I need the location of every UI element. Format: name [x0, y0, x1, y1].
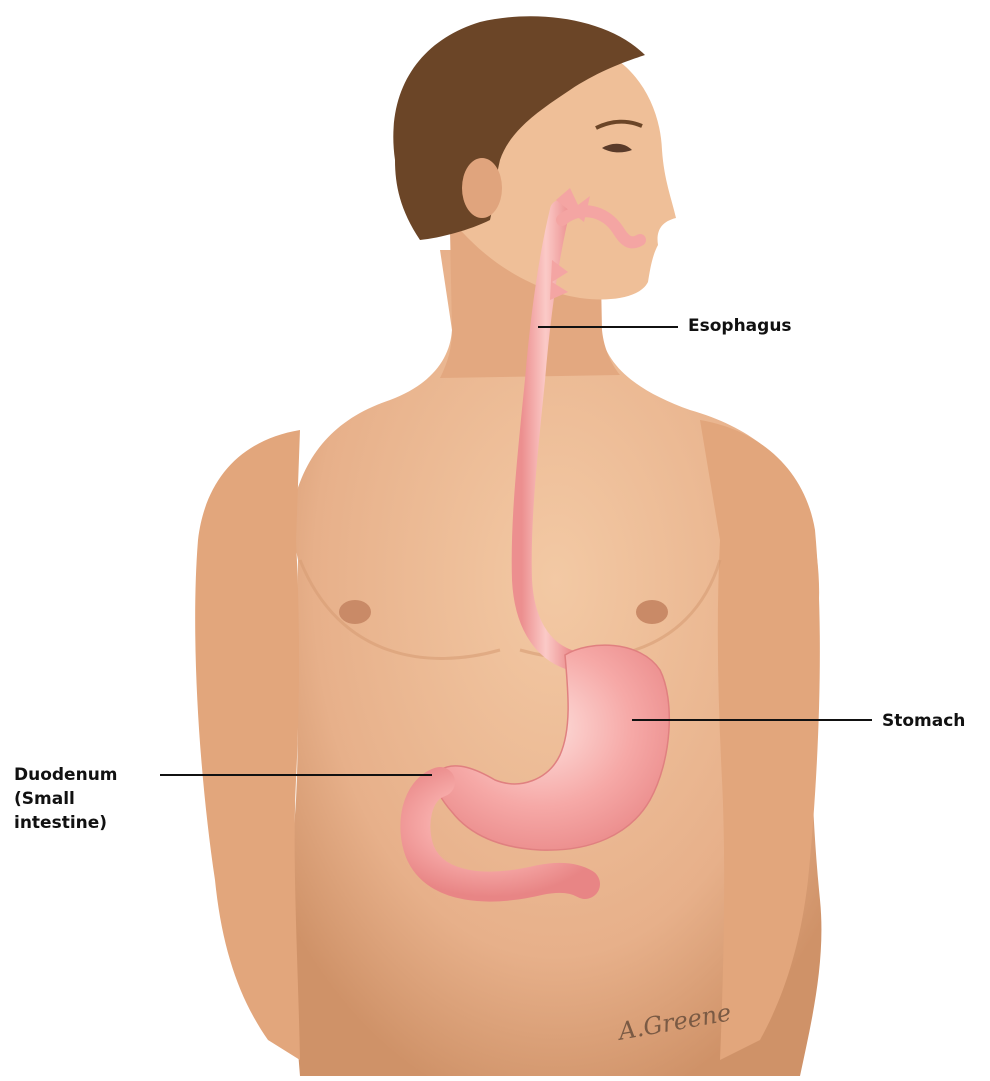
duodenum-label-line3: intestine) — [14, 811, 118, 835]
ear — [462, 158, 502, 218]
left-nipple — [339, 600, 371, 624]
duodenum-label: Duodenum (Small intestine) — [14, 763, 118, 835]
left-arm — [195, 430, 300, 1060]
duodenum-label-line2: (Small — [14, 787, 118, 811]
duodenum-label-line1: Duodenum — [14, 763, 118, 787]
right-nipple — [636, 600, 668, 624]
esophagus-label: Esophagus — [688, 314, 792, 338]
stomach-label: Stomach — [882, 709, 965, 733]
